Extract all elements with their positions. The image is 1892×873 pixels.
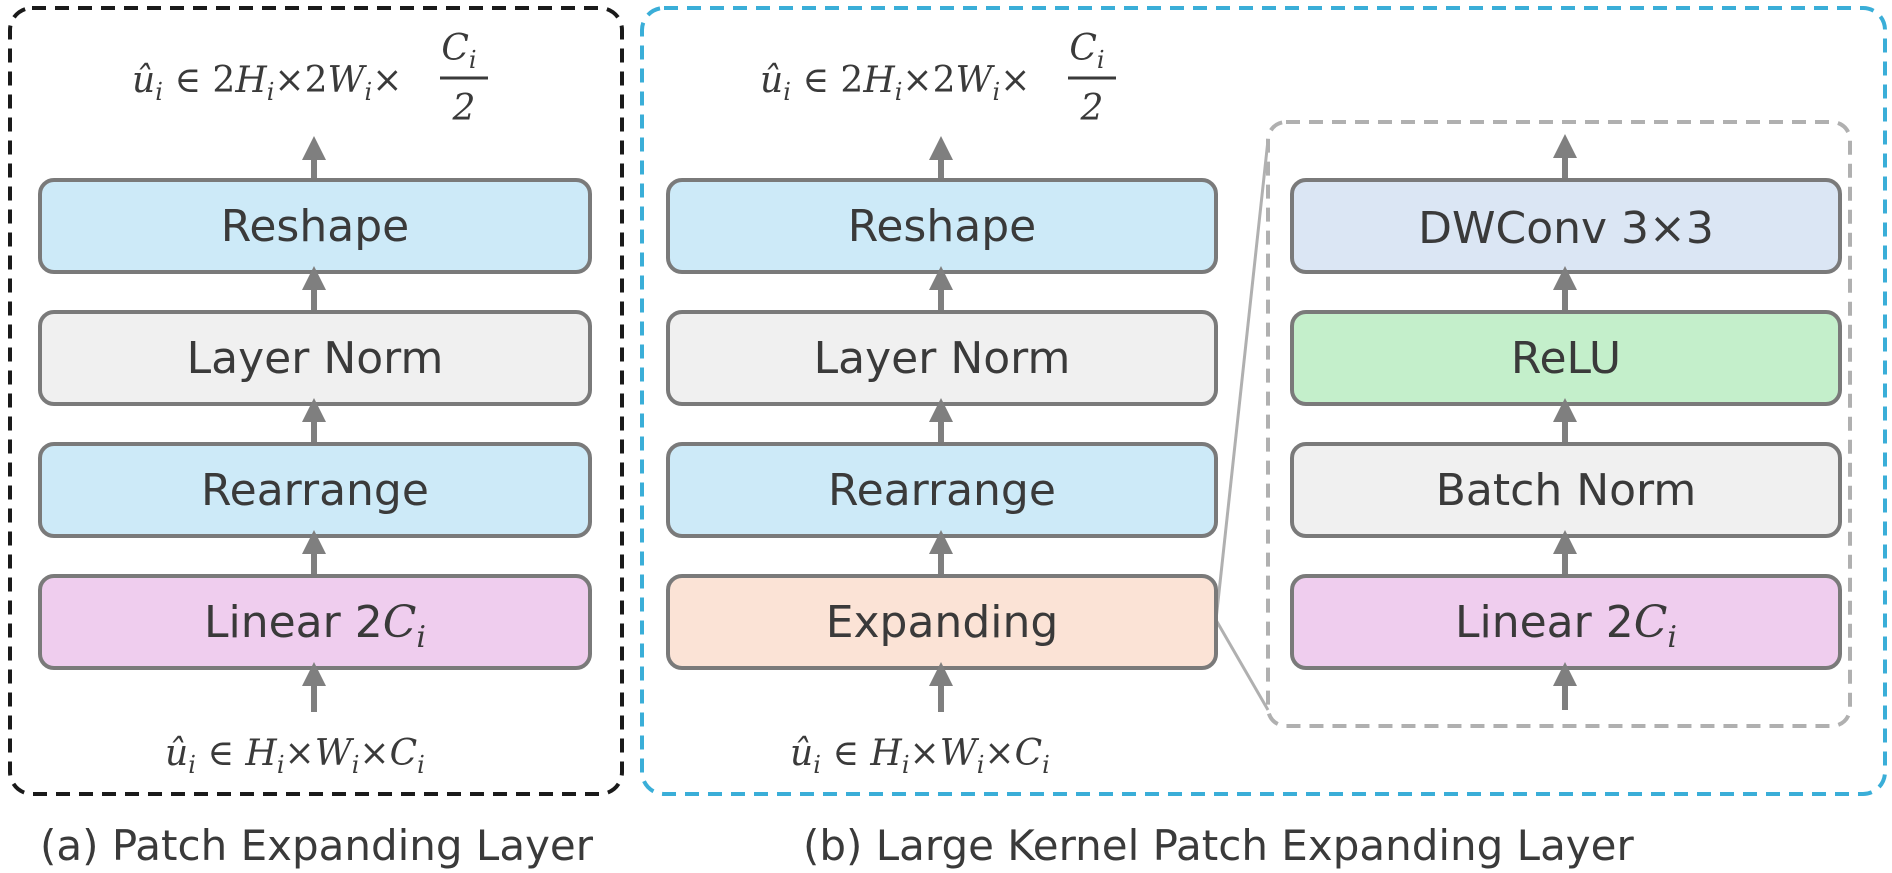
detail-linear-label: Linear 2Ci (1455, 597, 1677, 655)
batch-norm-label: Batch Norm (1436, 465, 1696, 516)
relu-label: ReLU (1511, 333, 1621, 384)
zoom-line-top (1214, 139, 1270, 621)
svg-text:ûi ∈ 2Hi×2Wi×: ûi ∈ 2Hi×2Wi× (132, 60, 402, 106)
reshape-label: Reshape (848, 201, 1036, 252)
layer-norm-block: Layer Norm (38, 310, 592, 406)
rearrange-label: Rearrange (828, 465, 1056, 516)
svg-text:2: 2 (1080, 88, 1104, 129)
svg-text:Ci: Ci (441, 28, 476, 74)
detail-border (1266, 120, 1852, 728)
reshape-block: Reshape (38, 178, 592, 274)
detail-linear-block: Linear 2Ci (1290, 574, 1842, 670)
panel-a-caption: (a) Patch Expanding Layer (40, 821, 594, 870)
panel-b-input-label: ûi ∈ Hi×Wi×Ci (790, 733, 1050, 779)
dwconv-block: DWConv 3×3 (1290, 178, 1842, 274)
linear-block: Linear 2Ci (38, 574, 592, 670)
panel-b: ûi ∈ 2Hi×2Wi× Ci 2 Reshape Layer Norm Re… (666, 28, 1842, 870)
batch-norm-block: Batch Norm (1290, 442, 1842, 538)
relu-block: ReLU (1290, 310, 1842, 406)
panel-a: ûi ∈ 2Hi×2Wi× Ci 2 Reshape Layer Norm Re… (38, 28, 594, 870)
panel-a-input-label: ûi ∈ Hi×Wi×Ci (165, 733, 425, 779)
linear-label: Linear 2Ci (204, 597, 426, 655)
panel-b-border (640, 6, 1887, 796)
svg-text:2: 2 (452, 88, 476, 129)
panel-a-border (8, 6, 624, 796)
reshape-label: Reshape (221, 201, 409, 252)
panel-a-output-label: ûi ∈ 2Hi×2Wi× Ci 2 (132, 28, 488, 129)
rearrange-block: Rearrange (666, 442, 1218, 538)
svg-text:ûi ∈ Hi×Wi×Ci: ûi ∈ Hi×Wi×Ci (165, 733, 425, 779)
rearrange-label: Rearrange (201, 465, 429, 516)
zoom-line-bottom (1214, 619, 1270, 711)
reshape-block: Reshape (666, 178, 1218, 274)
svg-text:Ci: Ci (1069, 28, 1104, 74)
expanding-label: Expanding (826, 597, 1059, 648)
svg-text:ûi ∈ 2Hi×2Wi×: ûi ∈ 2Hi×2Wi× (760, 60, 1030, 106)
dwconv-label: DWConv 3×3 (1418, 203, 1714, 254)
rearrange-block: Rearrange (38, 442, 592, 538)
panel-b-caption: (b) Large Kernel Patch Expanding Layer (803, 821, 1635, 870)
layer-norm-block: Layer Norm (666, 310, 1218, 406)
expanding-block: Expanding (666, 574, 1218, 670)
panel-b-output-label: ûi ∈ 2Hi×2Wi× Ci 2 (760, 28, 1116, 129)
layer-norm-label: Layer Norm (814, 333, 1071, 384)
layer-norm-label: Layer Norm (187, 333, 444, 384)
svg-text:ûi ∈ Hi×Wi×Ci: ûi ∈ Hi×Wi×Ci (790, 733, 1050, 779)
